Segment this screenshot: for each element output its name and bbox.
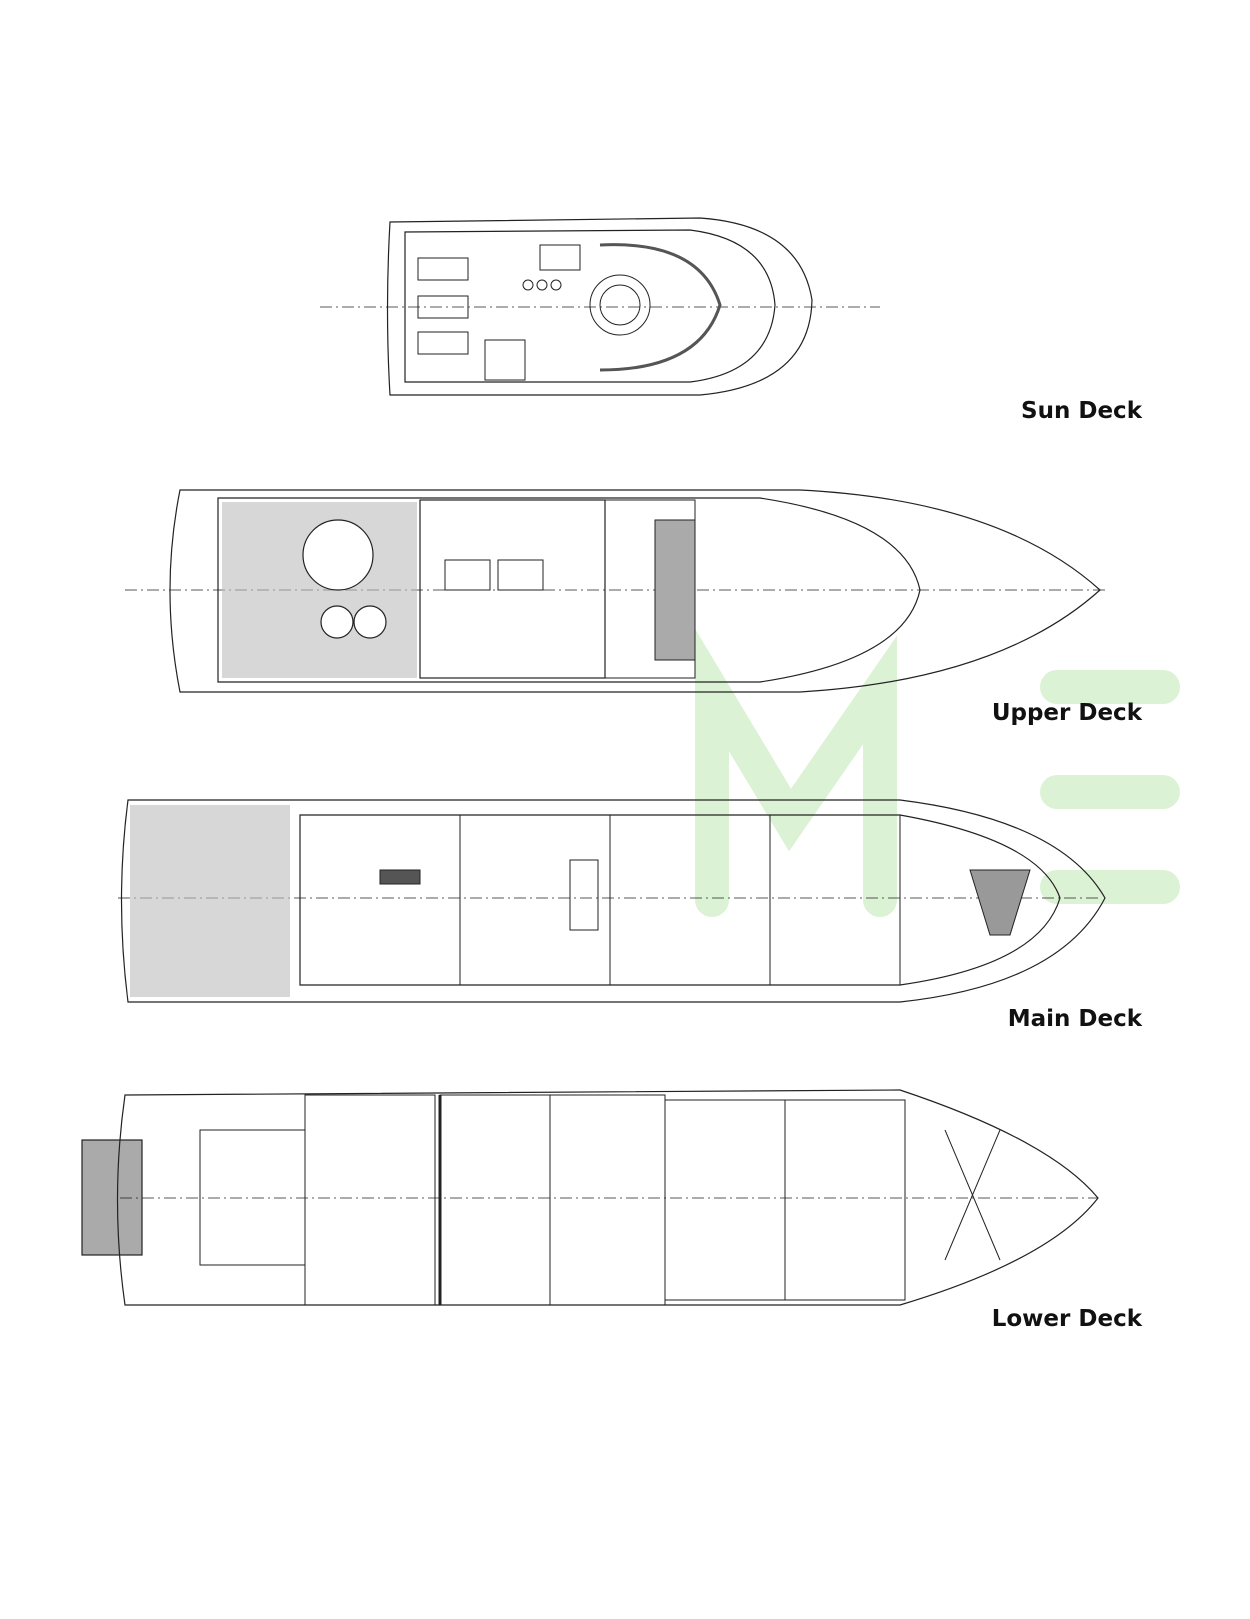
main-deck-label: Main Deck — [1007, 1006, 1142, 1032]
main-deck-plan — [118, 799, 1106, 1003]
lower-deck-label: Lower Deck — [991, 1306, 1142, 1332]
upper-deck-plan — [125, 489, 1105, 693]
sun-deck-plan — [320, 217, 880, 396]
lower-deck-plan — [81, 1089, 1099, 1306]
sun-deck-label: Sun Deck — [1021, 398, 1142, 424]
upper-deck-label: Upper Deck — [991, 700, 1142, 726]
